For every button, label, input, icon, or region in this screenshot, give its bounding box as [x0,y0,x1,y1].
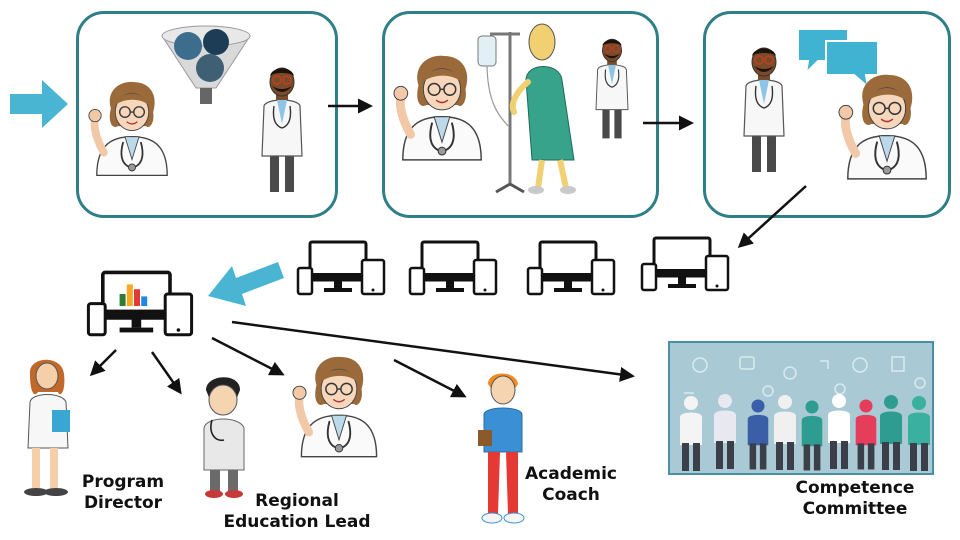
female-doctor-waving [292,352,386,458]
competence-committee-photo [668,341,934,475]
speech-bubbles-icon [797,28,879,90]
flow-arrow [737,185,807,249]
program-director-figure [24,359,70,496]
funnel-icon [161,25,251,104]
aggregate-arrow-icon [208,262,284,306]
regional-education-lead-figure [203,377,245,498]
flow-arrow [328,98,373,114]
right-arrow-icon [10,80,68,128]
patient-in-gown [509,23,576,194]
academic-coach-figure [478,373,525,524]
dashboard-chart-icon [86,270,194,342]
flow-arrow [643,115,694,131]
